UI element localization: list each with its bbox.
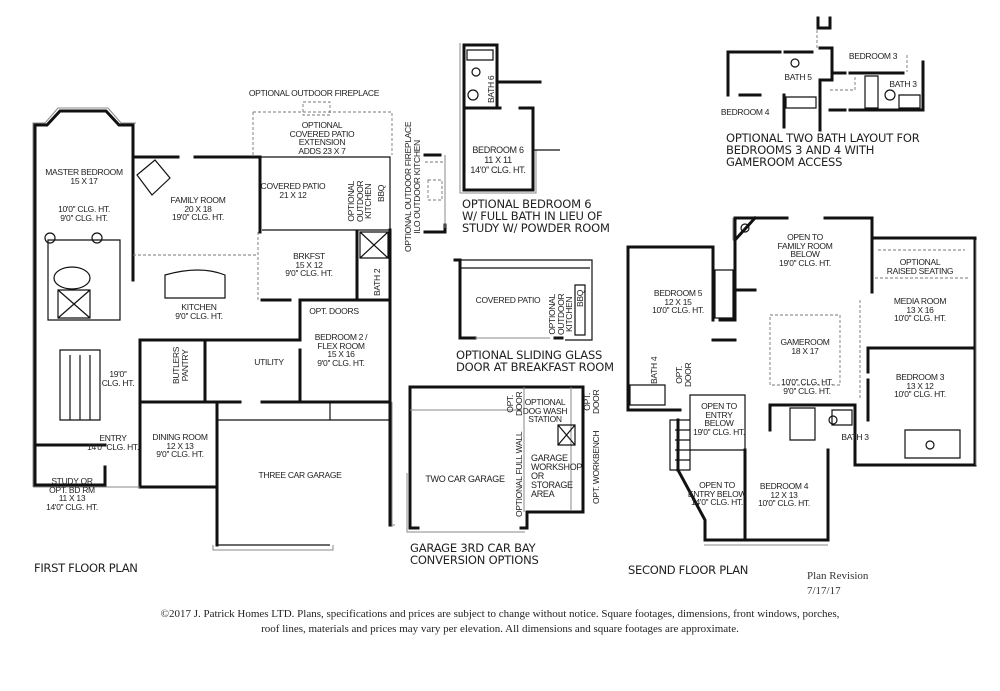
option-covered-patio-label: COVERED PATIO [475,295,541,305]
option-garage-caption: GARAGE 3RD CAR BAY CONVERSION OPTIONS [410,541,539,567]
option-sliding-door-drawing [453,258,593,341]
opt-workbench-label: OPT. WORKBENCH [591,430,601,504]
entry-label: ENTRY 14'0'' CLG. HT. [87,433,139,452]
option-fireplace-label: OPTIONAL OUTDOOR FIREPLACE ILO OUTDOOR K… [403,121,422,252]
option-two-bath-caption: OPTIONAL TWO BATH LAYOUT FOR BEDROOMS 3 … [726,131,920,169]
two-car-garage-label: TWO CAR GARAGE [425,474,505,484]
bedroom-2-label: BEDROOM 2 / FLEX ROOM 15 X 16 9'0'' CLG.… [314,332,368,368]
dog-wash-label: OPTIONAL DOG WASH STATION [522,397,568,424]
opt-door-2-label: OPT. DOOR [582,389,601,414]
study-label: STUDY OR OPT. BD RM 11 X 13 14'0'' CLG. … [46,476,98,512]
stair-ceiling-label: 19'0'' CLG. HT. [101,369,135,388]
option-fireplace-drawing [423,153,447,234]
option-bedroom6-drawing [459,43,560,194]
open-to-entry-label: OPEN TO ENTRY BELOW 19'0'' CLG. HT. [693,401,745,437]
media-room-label: MEDIA ROOM 13 X 16 10'0'' CLG. HT. [893,296,947,323]
master-bedroom-label: MASTER BEDROOM 15 X 17 [45,167,123,186]
option-outdoor-kitchen-label: OPTIONAL OUTDOOR KITCHEN [547,293,574,335]
bath-2-label: BATH 2 [372,268,382,296]
option-bedroom6-caption: OPTIONAL BEDROOM 6 W/ FULL BATH IN LIEU … [462,197,610,235]
option-bedroom-3-label: BEDROOM 3 [848,51,898,61]
three-car-garage-label: THREE CAR GARAGE [258,470,342,480]
optional-patio-extension-label: OPTIONAL COVERED PATIO EXTENSION ADDS 23… [289,120,355,156]
optional-full-wall-label: OPTIONAL FULL WALL [514,431,524,517]
bath-5-label: BATH 5 [784,72,812,82]
opt-door-label: OPT. DOOR [674,362,693,387]
option-two-bath-drawing [726,16,925,132]
butlers-pantry-label: BUTLERS PANTRY [171,346,190,384]
bedroom-6-label: BEDROOM 6 11 X 11 14'0'' CLG. HT. [470,145,526,175]
second-floor-walls [626,215,977,546]
bath-6-label: BATH 6 [486,75,496,103]
opt-door-1-label: OPT. DOOR [505,391,524,416]
raised-seating-label: OPTIONAL RAISED SEATING [886,257,954,276]
covered-patio-label: COVERED PATIO 21 X 12 [260,181,326,200]
kitchen-label: KITCHEN 9'0'' CLG. HT. [175,302,223,321]
option-bbq-label: BBQ [575,289,585,307]
first-floor-plan-title: FIRST FLOOR PLAN [34,561,138,575]
option-garage-drawing [406,385,585,533]
utility-label: UTILITY [254,357,284,367]
breakfast-label: BRKFST 15 X 12 9'0'' CLG. HT. [285,251,333,278]
bbq-label: BBQ [376,184,386,202]
open-to-entry-below-label: OPEN TO ENTRY BELOW 14'0'' CLG. HT. [687,480,747,507]
copyright-disclaimer: ©2017 J. Patrick Homes LTD. Plans, speci… [160,608,840,635]
first-floor-walls [32,101,395,551]
dining-room-label: DINING ROOM 12 X 13 9'0'' CLG. HT. [152,432,208,459]
open-to-family-label: OPEN TO FAMILY ROOM BELOW 19'0'' CLG. HT… [777,232,833,268]
bedroom-3-label: BEDROOM 3 13 X 12 10'0'' CLG. HT. [894,372,946,399]
second-floor-plan-title: SECOND FLOOR PLAN [628,563,749,577]
opt-doors-label: OPT. DOORS [309,306,359,316]
optional-outdoor-kitchen-label: OPTIONAL OUTDOOR KITCHEN [346,180,373,222]
option-bedroom-4-label: BEDROOM 4 [720,107,770,117]
bath-4-label: BATH 4 [649,356,659,384]
bedroom-4-label: BEDROOM 4 12 X 13 10'0'' CLG. HT. [758,481,810,508]
bath-3-label: BATH 3 [841,432,869,442]
gameroom-label: GAMEROOM 18 X 17 [780,337,830,356]
plan-revision: Plan Revision 7/17/17 [807,570,869,597]
option-bath-3-label: BATH 3 [889,79,917,89]
optional-fireplace-label: OPTIONAL OUTDOOR FIREPLACE [248,88,380,98]
option-sliding-door-caption: OPTIONAL SLIDING GLASS DOOR AT BREAKFAST… [456,348,614,374]
gameroom-ceiling-label: 10'0'' CLG. HT. 9'0'' CLG. HT. [781,377,833,396]
bedroom-5-label: BEDROOM 5 12 X 15 10'0'' CLG. HT. [652,288,704,315]
master-ceiling-height-label: 10'0'' CLG. HT. 9'0'' CLG. HT. [58,204,110,223]
family-room-label: FAMILY ROOM 20 X 18 19'0'' CLG. HT. [170,195,226,222]
garage-workshop-label: GARAGE WORKSHOP OR STORAGE AREA [531,453,583,499]
